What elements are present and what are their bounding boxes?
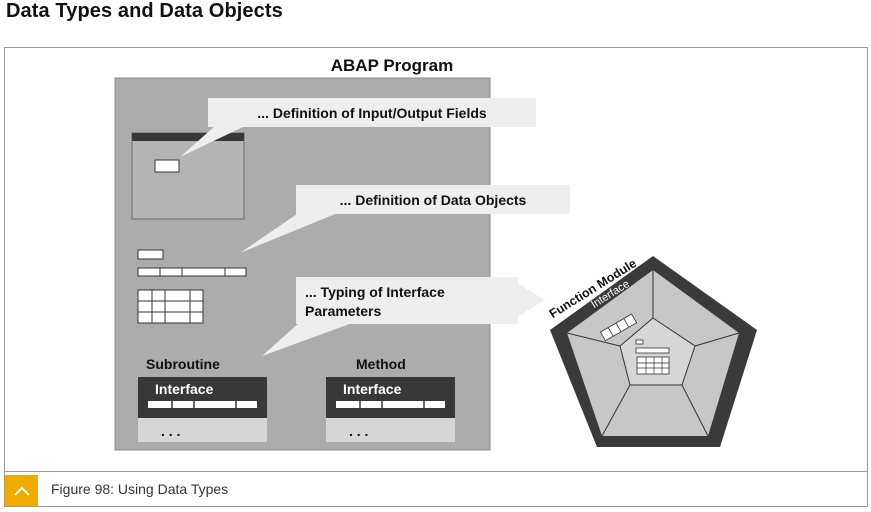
method-label: Method [356,356,406,372]
subroutine-interface-bar [138,377,267,418]
callout-data-objects-text: ... Definition of Data Objects [340,192,527,208]
method-interface-bar [326,377,455,418]
method-interface-label: Interface [343,381,402,397]
function-module-pentagon: Function Module Interface [547,256,757,447]
function-module-interface-fields [599,313,638,342]
subroutine-ellipsis: . . . [161,423,180,439]
subroutine-label: Subroutine [146,356,220,372]
callout-interface-typing: ... Typing of Interface Parameters [262,277,545,356]
page-title: Data Types and Data Objects [6,0,283,22]
method-block: Method Interface . . . [326,356,455,442]
subroutine-block: Subroutine Interface . . . [138,356,267,442]
internal-table-icon [137,289,204,324]
callout-input-output: ... Definition of Input/Output Fields [180,98,536,157]
program-title: ABAP Program [331,56,454,75]
data-objects [137,249,247,324]
figure-caption: Figure 98: Using Data Types [51,481,229,497]
chevron-up-icon[interactable] [5,475,38,506]
figure-diagram: ABAP Program ... Definition of Input/Out… [114,56,757,451]
callout-data-objects: ... Definition of Data Objects [240,185,570,253]
callout-typing-line-2: Parameters [305,303,381,319]
screen-window [131,132,245,220]
io-field [154,159,180,173]
callout-input-output-text: ... Definition of Input/Output Fields [257,105,487,121]
function-module-table-icon [635,339,670,375]
subroutine-interface-label: Interface [155,381,214,397]
method-ellipsis: . . . [349,423,368,439]
figure-caption-bar: Figure 98: Using Data Types [5,471,867,506]
callout-typing-line-1: ... Typing of Interface [305,284,445,300]
